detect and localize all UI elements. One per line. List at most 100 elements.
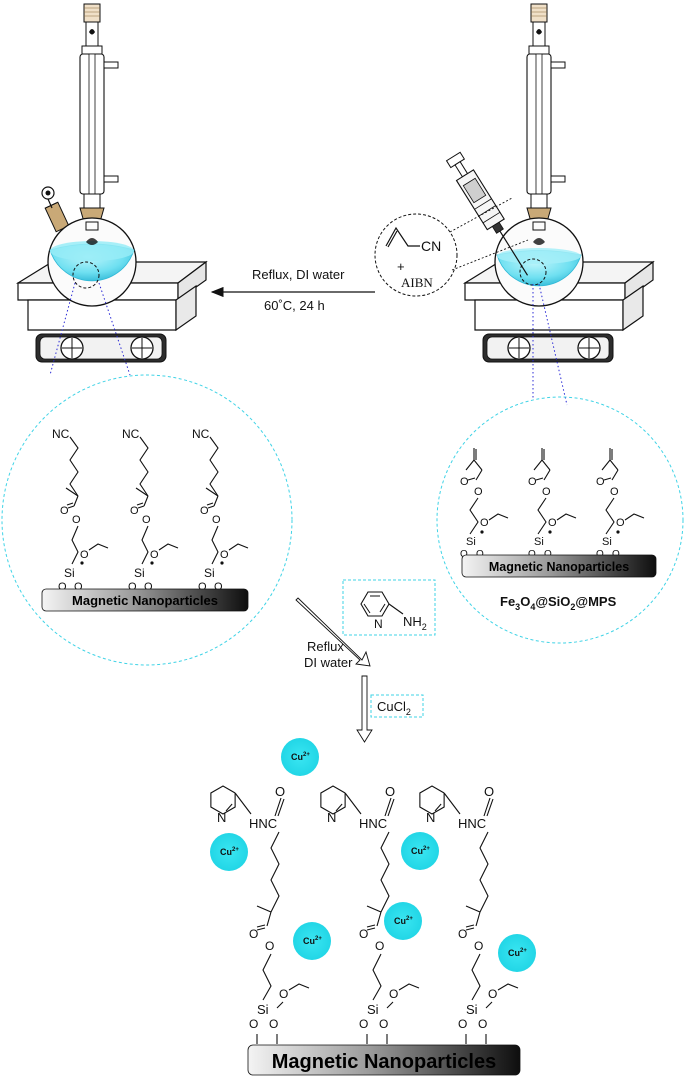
oxygen-label: O — [359, 1017, 368, 1031]
cu-ion-charge: 2+ — [406, 916, 413, 922]
step1-line2: 60˚C, 24 h — [264, 298, 325, 313]
cu-ion-charge: 2+ — [303, 752, 310, 758]
oxygen-label: O — [212, 514, 221, 526]
step2-arrow: Reflux DI water — [295, 597, 371, 670]
bond — [135, 487, 149, 497]
oxygen-label: O — [458, 1017, 467, 1031]
oxygen-label: O — [220, 549, 229, 561]
bond — [486, 798, 494, 817]
bond — [556, 513, 577, 521]
oxygen-label: O — [265, 939, 274, 953]
bond — [143, 495, 149, 507]
bond — [158, 543, 179, 551]
bond — [483, 797, 491, 817]
bond — [488, 513, 509, 521]
cu-ion-charge: 2+ — [232, 847, 239, 853]
oxygen-label: O — [150, 549, 159, 561]
cu-ion-label: Cu2+ — [303, 936, 322, 946]
oxygen-label: O — [58, 581, 67, 593]
bond — [465, 927, 475, 931]
cu-ion-label: Cu2+ — [220, 847, 239, 857]
step3-arrow: CuCl2 — [356, 675, 424, 743]
oxygen-label: O — [74, 581, 83, 593]
step1-arrow: Reflux, DI water 60˚C, 24 h — [210, 267, 375, 313]
bond — [270, 831, 280, 913]
oxygen-label: O — [612, 549, 620, 560]
reagent-cn: CN — [421, 238, 441, 254]
amide-hnc: HNC — [458, 816, 486, 831]
bond — [276, 1001, 284, 1009]
oxygen-label: O — [528, 476, 537, 488]
pyridine-n: N — [426, 810, 435, 825]
cu-ion-label: Cu2+ — [411, 846, 430, 856]
bond — [344, 792, 362, 815]
cu-ion — [210, 833, 248, 871]
oxygen-label: O — [528, 549, 536, 560]
nanoparticle-label-left: Magnetic Nanoparticles — [72, 593, 218, 608]
flask-right — [494, 217, 584, 307]
reagent-bubble: CN + AIBN — [374, 197, 529, 297]
bond — [387, 798, 395, 817]
cu-ion-charge: 2+ — [520, 948, 527, 954]
oxygen-label: O — [610, 486, 619, 498]
round-bottom-flask — [47, 217, 137, 307]
bond — [419, 785, 445, 815]
silicon-label: Si — [367, 1002, 379, 1017]
bond — [256, 905, 272, 913]
syringe — [445, 151, 529, 276]
bond — [88, 543, 109, 551]
step2-line2: DI water — [304, 655, 353, 670]
pyridine-n: N — [327, 810, 336, 825]
oxygen-label: O — [375, 939, 384, 953]
bond — [485, 1001, 493, 1009]
oxygen-label: O — [249, 927, 258, 941]
product-label: Fe3O4@SiO2@MPS — [500, 594, 617, 612]
bond — [210, 785, 236, 815]
oxygen-label: O — [200, 505, 209, 517]
bond — [266, 911, 272, 927]
bond — [228, 543, 249, 551]
nanoparticle-label-right: Magnetic Nanoparticles — [489, 560, 629, 574]
bond — [533, 459, 551, 471]
bond — [69, 436, 79, 497]
oxygen-label: O — [460, 549, 468, 560]
radical-dot — [150, 561, 154, 565]
bond — [136, 502, 144, 506]
oxygen-label: O — [80, 549, 89, 561]
bond — [465, 905, 481, 913]
carbonyl-o: O — [385, 784, 395, 799]
aminopyridine-nh2: NH2 — [403, 614, 427, 632]
bond — [384, 797, 392, 817]
oxygen-label: O — [142, 514, 151, 526]
oxygen-label: O — [488, 987, 497, 1001]
cu-ion-charge: 2+ — [315, 936, 322, 942]
oxygen-label: O — [460, 476, 469, 488]
bond — [225, 803, 233, 812]
bond — [141, 525, 149, 565]
bond — [234, 792, 252, 815]
bond — [467, 477, 476, 481]
bond — [465, 924, 475, 928]
cu-ion — [401, 832, 439, 870]
radical-dot — [480, 530, 484, 534]
nitrile-label: NC — [122, 427, 140, 441]
bond — [475, 911, 481, 927]
bond — [479, 831, 489, 913]
step3-cucl2: CuCl2 — [377, 699, 411, 717]
oxygen-label: O — [214, 581, 223, 593]
left-reactor — [17, 3, 207, 376]
bond — [443, 792, 461, 815]
silicon-label: Si — [466, 536, 476, 548]
pyridine-n: N — [217, 810, 226, 825]
bond — [366, 924, 376, 928]
reagent-aibn: AIBN — [401, 275, 433, 290]
aminopyridine-n: N — [374, 617, 383, 631]
bond — [366, 927, 376, 931]
silicon-label: Si — [466, 1002, 478, 1017]
reagent-plus: + — [397, 259, 405, 274]
oxygen-label: O — [458, 927, 467, 941]
bond — [335, 803, 343, 812]
bond — [386, 1001, 394, 1009]
oxygen-label: O — [544, 549, 552, 560]
